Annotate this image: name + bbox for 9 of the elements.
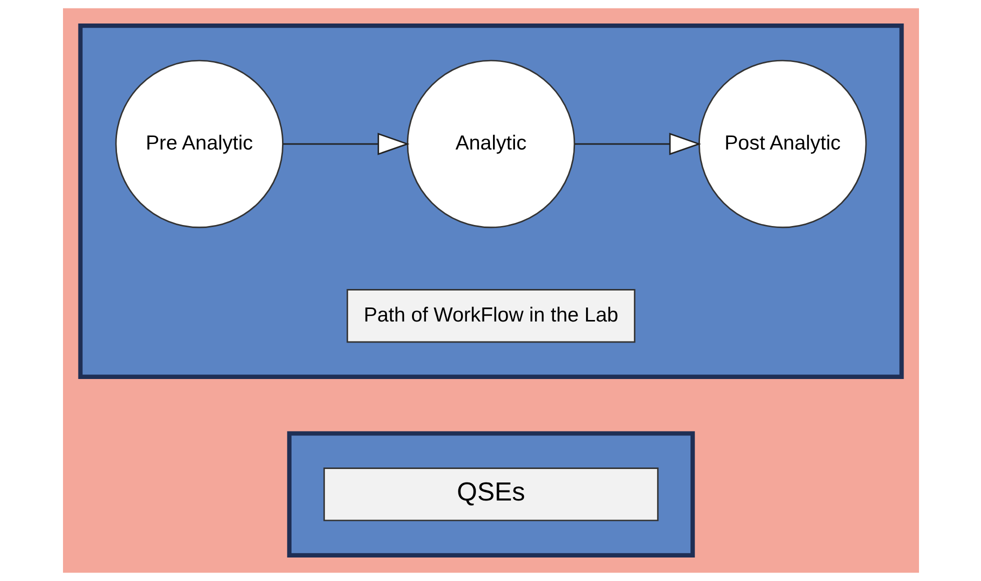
node-box: QSEs	[322, 468, 658, 522]
cluster	[78, 24, 904, 379]
node-circle: Pre Analytic	[114, 60, 284, 228]
node-box: Path of WorkFlow in the Lab	[346, 289, 635, 343]
cluster	[286, 431, 694, 558]
node-circle: Post Analytic	[698, 60, 866, 228]
node-circle: Analytic	[406, 60, 575, 228]
arrow	[282, 132, 410, 156]
arrow	[574, 132, 701, 156]
